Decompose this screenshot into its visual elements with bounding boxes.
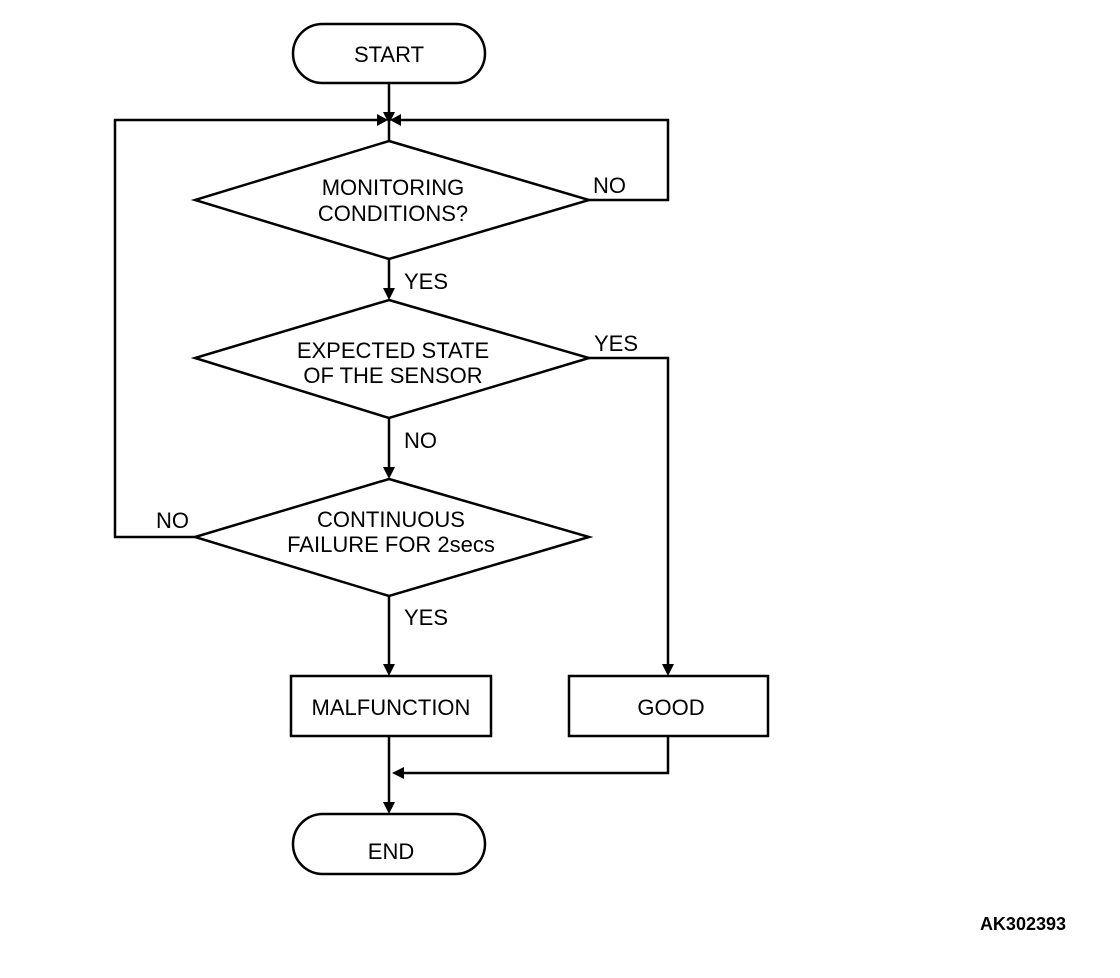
connector-expected-yes — [589, 356, 670, 667]
expected-yes-label: YES — [594, 331, 638, 356]
end-node: END — [291, 812, 487, 876]
start-label: START — [354, 42, 424, 67]
monitoring-no-label: NO — [593, 173, 626, 198]
arrowhead-start — [383, 112, 395, 124]
good-node: GOOD — [567, 674, 770, 738]
monitoring-yes-label: YES — [404, 269, 448, 294]
continuous-label-line1: CONTINUOUS — [317, 507, 465, 532]
arrowhead-good-merge — [392, 767, 404, 779]
continuous-decision: CONTINUOUS FAILURE FOR 2secs — [190, 477, 594, 598]
malfunction-label: MALFUNCTION — [312, 695, 471, 720]
arrowhead-expected-no — [383, 467, 395, 479]
continuous-yes-label: YES — [404, 605, 448, 630]
connector-good-merge — [400, 736, 670, 775]
expected-label-line2: OF THE SENSOR — [303, 363, 482, 388]
arrowhead-monitoring-yes — [383, 288, 395, 300]
connector-monitoring-no-loop — [395, 118, 670, 202]
monitoring-label-line2: CONDITIONS? — [318, 201, 468, 226]
arrowhead-end — [383, 802, 395, 814]
connector-continuous-no-loop — [113, 118, 383, 539]
monitoring-decision: MONITORING CONDITIONS? — [190, 139, 594, 261]
expected-no-label: NO — [404, 428, 437, 453]
good-label: GOOD — [637, 695, 704, 720]
malfunction-node: MALFUNCTION — [289, 674, 493, 738]
figure-code: AK302393 — [980, 914, 1066, 934]
monitoring-label-line1: MONITORING — [322, 175, 465, 200]
expected-label-line1: EXPECTED STATE — [297, 338, 489, 363]
arrowhead-expected-yes — [662, 664, 674, 676]
continuous-label-line2: FAILURE FOR 2secs — [287, 532, 495, 557]
end-label: END — [368, 839, 414, 864]
arrowhead-left-loop — [377, 114, 388, 126]
start-node: START — [291, 22, 487, 85]
expected-decision: EXPECTED STATE OF THE SENSOR — [190, 298, 594, 420]
continuous-no-label: NO — [156, 508, 189, 533]
arrowhead-right-loop — [390, 114, 401, 126]
arrowhead-continuous-yes — [383, 664, 395, 676]
